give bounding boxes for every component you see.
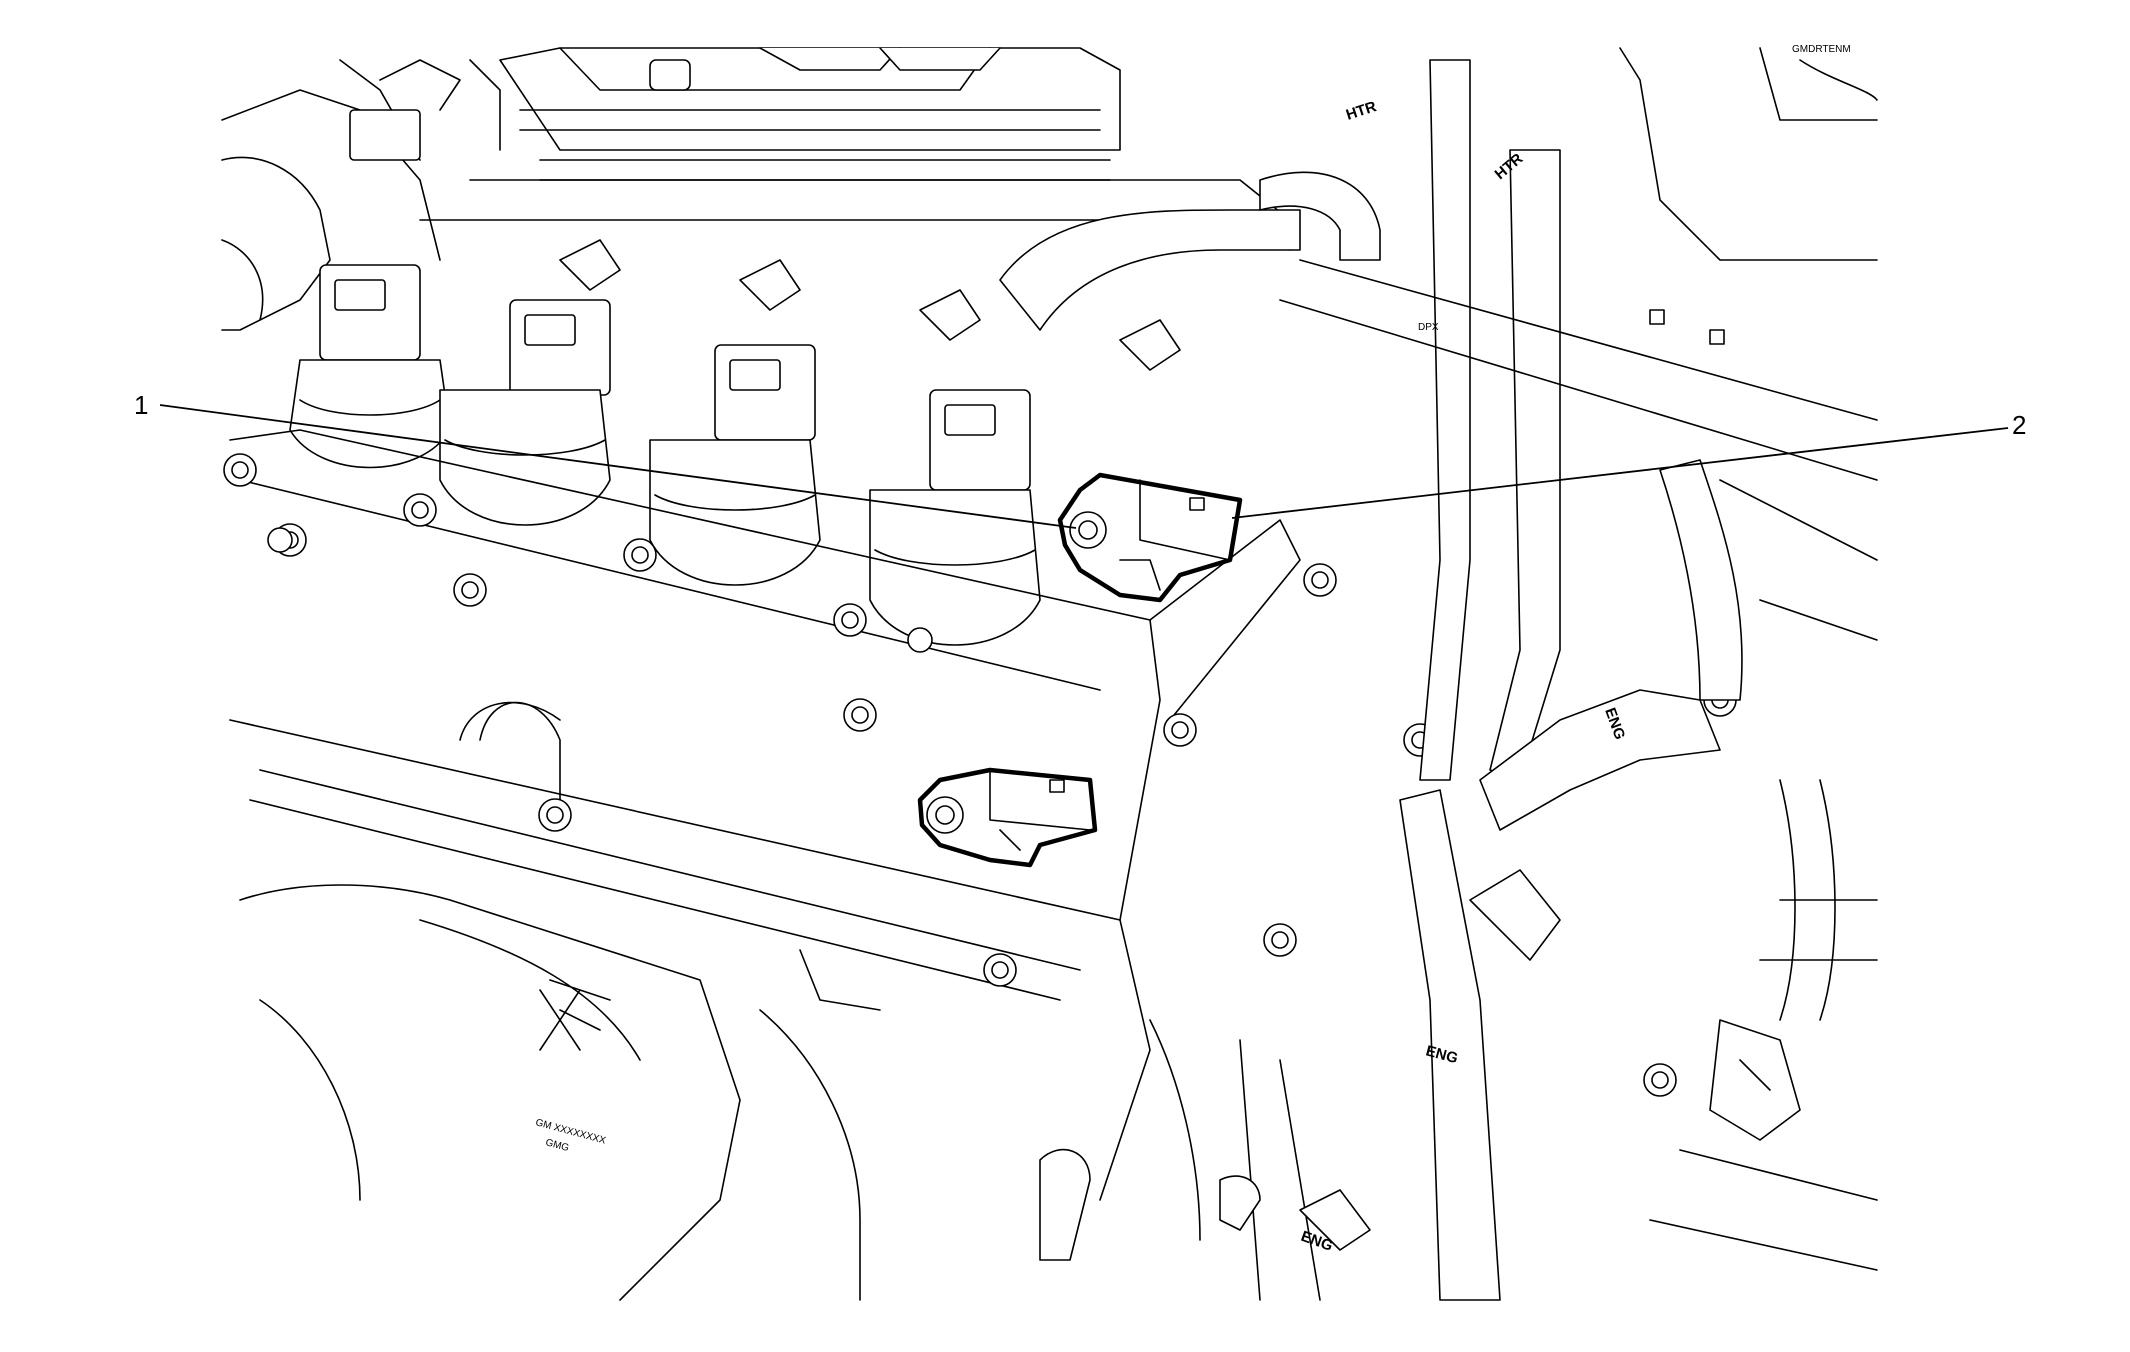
camshaft-sensor-lower xyxy=(917,767,1098,868)
callout-1-label: 1 xyxy=(134,390,148,420)
dpx-label: DPX xyxy=(1418,322,1439,333)
heater-hoses xyxy=(999,59,1743,1301)
callout-2-label: 2 xyxy=(2012,410,2026,440)
ignition-coils xyxy=(289,239,1181,646)
gm-logo-mark xyxy=(539,979,611,1051)
callout-leaders xyxy=(159,404,2009,529)
lower-intake xyxy=(239,884,1371,1301)
camshaft-sensor-upper xyxy=(1057,472,1243,603)
corner-marking: GMDRTENM xyxy=(1792,44,1851,55)
callout-labels: 1 2 xyxy=(134,390,2026,440)
left-structures xyxy=(221,59,501,331)
right-structures xyxy=(1279,47,1878,1271)
